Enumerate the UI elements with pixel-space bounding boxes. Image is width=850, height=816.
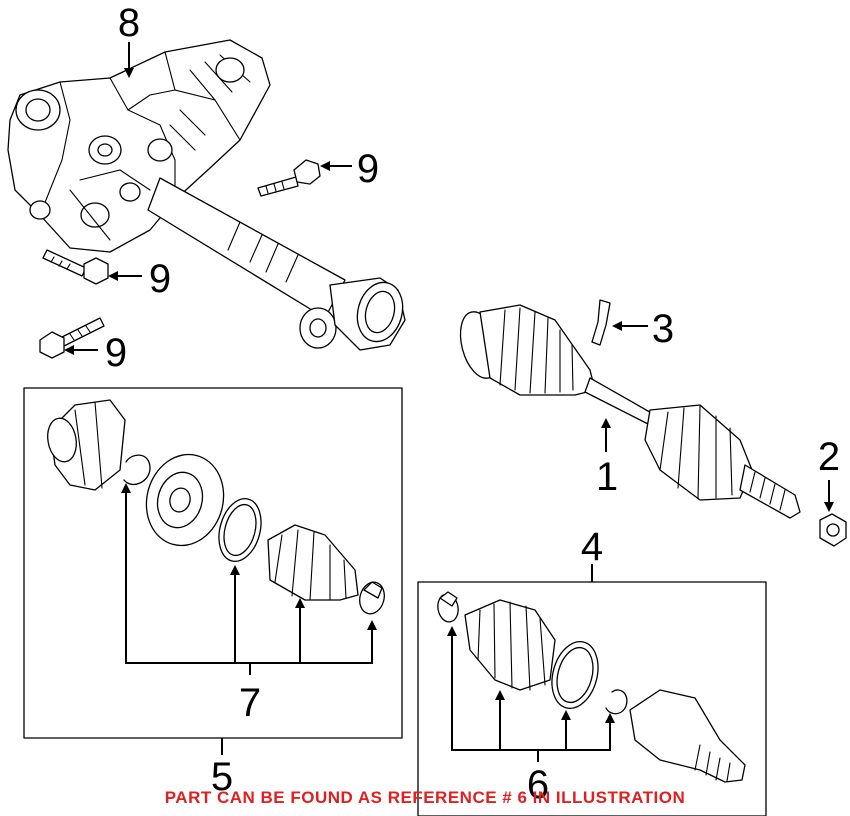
retaining-clip[interactable] (591, 299, 611, 346)
differential-housing[interactable] (7, 39, 271, 253)
reference-note: PART CAN BE FOUND AS REFERENCE # 6 IN IL… (164, 788, 686, 807)
kit-4-parts[interactable] (436, 591, 746, 783)
kit-5-leaders (121, 483, 377, 755)
axle-nut[interactable] (819, 513, 847, 547)
callout-3: 3 (652, 307, 674, 351)
callout-2: 2 (818, 435, 840, 479)
callout-4: 4 (581, 525, 603, 569)
callout-leaders (64, 42, 834, 512)
cv-axle-assembly[interactable] (454, 304, 801, 519)
kit-4-leaders (447, 564, 615, 762)
mounting-bolt-lower[interactable] (39, 317, 105, 359)
mounting-bolt-middle[interactable] (42, 249, 109, 285)
callout-9-upper: 9 (357, 147, 379, 191)
axle-tube[interactable] (147, 177, 409, 351)
callout-8: 8 (118, 1, 140, 45)
callout-9-middle: 9 (149, 257, 171, 301)
callout-1: 1 (596, 455, 618, 499)
mounting-bolt-upper[interactable] (257, 159, 321, 197)
callout-5: 5 (211, 755, 233, 799)
callout-9-lower: 9 (105, 331, 127, 375)
kit-5-parts[interactable] (44, 399, 387, 617)
callout-6: 6 (527, 763, 549, 807)
callout-7: 7 (239, 681, 261, 725)
